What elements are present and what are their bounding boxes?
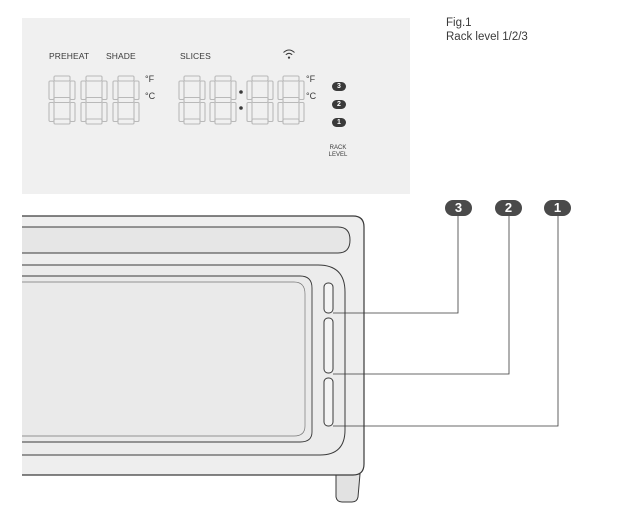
- rack-slot-1: [323, 377, 334, 427]
- callout-badge-1: 1: [544, 200, 571, 216]
- celsius-unit-right: °C: [306, 91, 317, 101]
- rack-slot-3: [323, 282, 334, 314]
- rack-caption-line2: LEVEL: [328, 152, 348, 158]
- rack-indicator-3: 3: [332, 82, 346, 91]
- oven-window-inner: [22, 281, 306, 437]
- leader-line-3: [333, 216, 459, 314]
- time-colon-dot-2: [239, 106, 243, 110]
- oven-window: [22, 275, 313, 443]
- segment-digit-left-2: [80, 75, 108, 125]
- oven-handle: [22, 226, 351, 254]
- callout-badge-3: 3: [445, 200, 472, 216]
- time-digits-display: [178, 75, 305, 125]
- rack-indicator-2: 2: [332, 100, 346, 109]
- rack-level-caption: RACK LEVEL: [322, 145, 354, 159]
- fahrenheit-unit-left: °F: [145, 74, 155, 84]
- time-colon-dot-1: [239, 90, 243, 94]
- oven-foot: [335, 473, 361, 503]
- segment-digit-left-1: [48, 75, 76, 125]
- segment-digit-right-3: [246, 75, 274, 125]
- rack-caption-line1: RACK: [329, 145, 347, 151]
- temperature-digits-display: [48, 75, 140, 125]
- callout-badge-2: 2: [495, 200, 522, 216]
- wifi-icon: [283, 49, 295, 59]
- segment-digit-right-4: [277, 75, 305, 125]
- celsius-unit-left: °C: [145, 91, 156, 101]
- leader-line-1: [333, 216, 559, 427]
- rack-indicator-1: 1: [332, 118, 346, 127]
- segment-digit-left-3: [112, 75, 140, 125]
- figure-title: Fig.1: [446, 17, 472, 29]
- leader-line-2: [333, 216, 510, 375]
- figure-subtitle: Rack level 1/2/3: [446, 31, 528, 43]
- fahrenheit-unit-right: °F: [306, 74, 316, 84]
- shade-label: SHADE: [106, 51, 136, 61]
- slices-label: SLICES: [180, 51, 211, 61]
- segment-digit-right-2: [209, 75, 237, 125]
- preheat-label: PREHEAT: [49, 51, 90, 61]
- segment-digit-right-1: [178, 75, 206, 125]
- figure-caption: Fig.1 Rack level 1/2/3: [446, 16, 528, 44]
- rack-slot-2: [323, 317, 334, 374]
